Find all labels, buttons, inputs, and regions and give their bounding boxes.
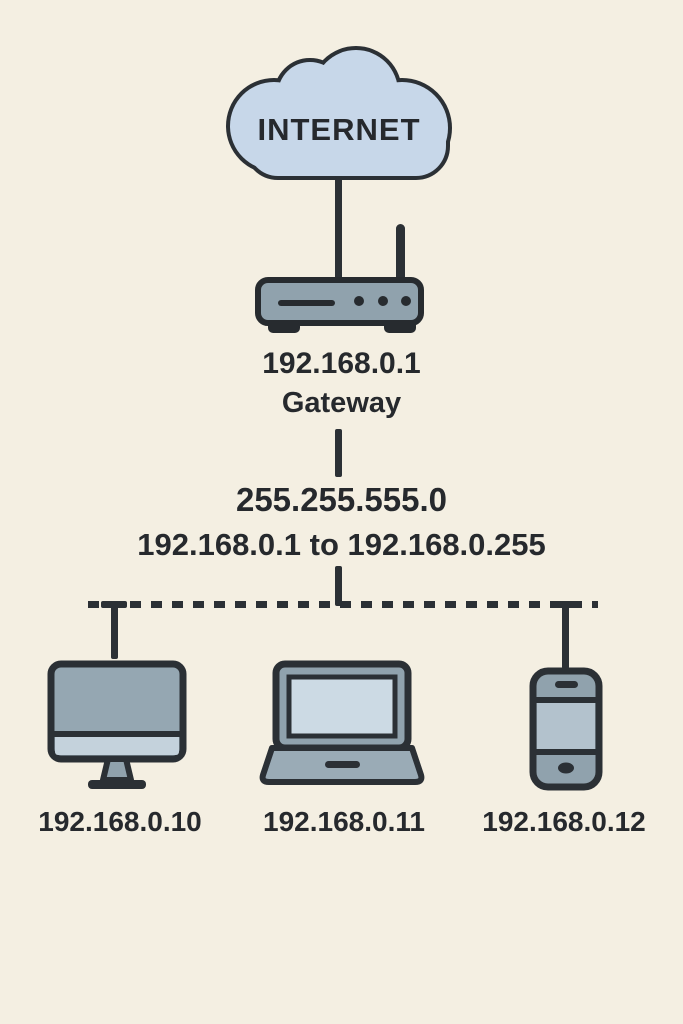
cloud-to-router-line [335, 176, 342, 280]
phone-icon [526, 666, 606, 799]
router-foot-right [384, 323, 416, 333]
internet-cloud-icon: INTERNET [218, 38, 460, 180]
cloud-shape [226, 46, 452, 180]
router-led-1 [354, 296, 364, 306]
router-led-3 [401, 296, 411, 306]
cloud-label: INTERNET [257, 112, 421, 147]
bus-to-phone-line [562, 601, 569, 669]
router-body [255, 277, 424, 326]
router-antenna [396, 224, 405, 284]
router-led-2 [378, 296, 388, 306]
laptop-icon [258, 658, 426, 795]
subnet-mask-label: 255.255.555.0 [235, 481, 448, 518]
desktop-icon [44, 658, 190, 797]
desktop-ip-label: 192.168.0.10 [38, 806, 202, 837]
router-foot-left [268, 323, 300, 333]
subnet-range-label: 192.168.0.1 to 192.168.0.255 [137, 527, 546, 562]
gateway-to-subnet-line [335, 429, 342, 477]
router-slot [278, 300, 335, 306]
gateway-ip-label: 192.168.0.1 [262, 347, 421, 380]
subnet-to-bus-line [335, 566, 342, 606]
phone-ip-label: 192.168.0.12 [482, 806, 646, 837]
gateway-name-label: Gateway [281, 387, 402, 419]
laptop-ip-label: 192.168.0.11 [263, 806, 425, 837]
bus-to-desktop-line [111, 601, 118, 659]
network-bus-dashed-line [88, 601, 598, 608]
